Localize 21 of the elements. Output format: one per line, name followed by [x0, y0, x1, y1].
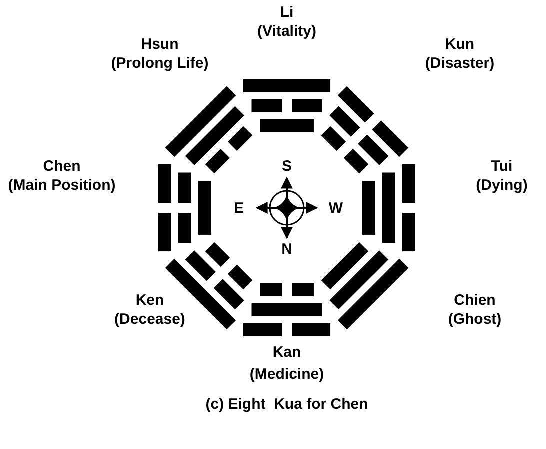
trigram-name: Li	[280, 4, 294, 22]
trigram-meaning: (Medicine)	[250, 366, 324, 384]
trigram-meaning: (Decease)	[114, 311, 186, 329]
trigram-name: Kun	[445, 36, 475, 54]
caption: (c) Eight Kua for Chen	[206, 396, 368, 414]
trigram-meaning: (Disaster)	[425, 55, 495, 73]
trigram-name: Chien	[454, 292, 496, 310]
trigram-meaning: (Dying)	[476, 177, 528, 195]
direction-letter: E	[234, 200, 244, 218]
trigram-name: Hsun	[141, 36, 179, 54]
trigram-name: Chen	[43, 158, 81, 176]
trigram-meaning: (Vitality)	[258, 23, 316, 41]
trigram-name: Tui	[491, 158, 513, 176]
direction-letter: N	[282, 241, 292, 259]
trigram-meaning: (Ghost)	[448, 311, 502, 329]
trigram-meaning: (Prolong Life)	[111, 55, 209, 73]
direction-letter: S	[282, 158, 292, 176]
trigram-name: Ken	[136, 292, 164, 310]
direction-letter: W	[328, 200, 344, 218]
trigram-name: Kan	[272, 344, 302, 362]
trigram-meaning: (Main Position)	[8, 177, 116, 195]
